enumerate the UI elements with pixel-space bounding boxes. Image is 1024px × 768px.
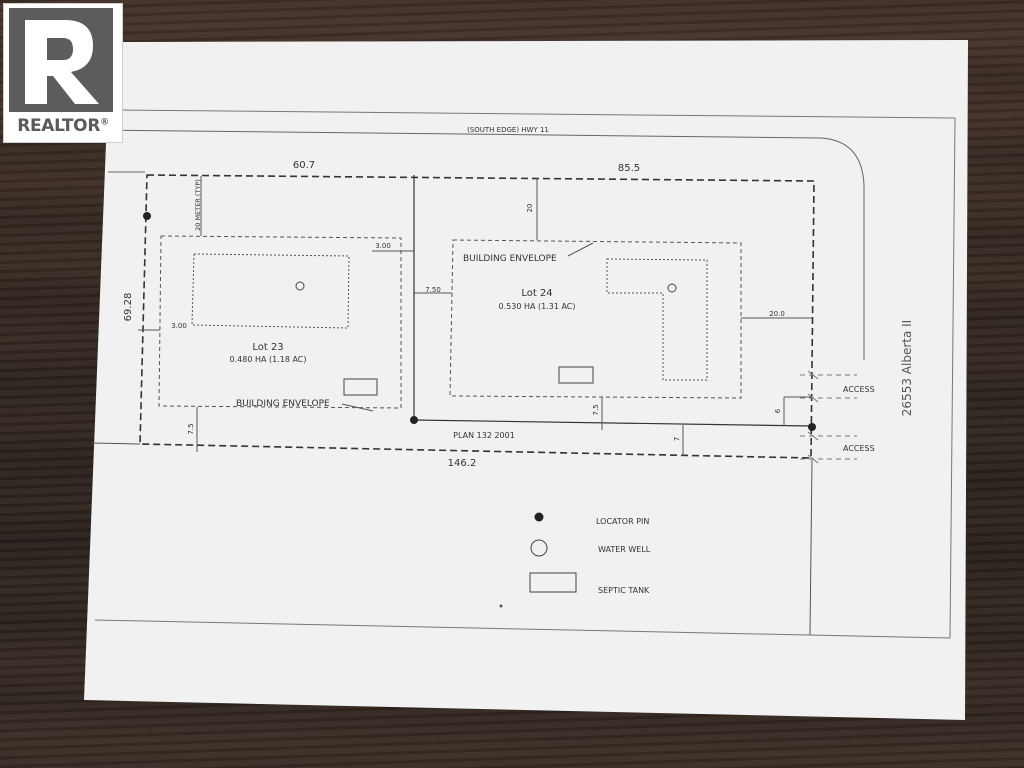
road-side-label: 26553 Alberta II: [900, 320, 914, 416]
frame-bottom-line: [94, 619, 951, 639]
setback-typ-label: 20 METER (TYP): [194, 179, 202, 231]
legend-septic-tank-label: SEPTIC TANK: [598, 586, 650, 595]
property-boundary: [139, 174, 815, 459]
access-label-2: ACCESS: [843, 444, 875, 453]
realtor-logo: REALTOR®: [3, 3, 123, 143]
frame-right-line: [949, 117, 956, 639]
lot24-area: 0.530 HA (1.31 AC): [499, 302, 576, 311]
lot23-septic-tank: [343, 378, 378, 396]
lot23-name: Lot 23: [252, 342, 283, 353]
lot24-dwelling-footprint: [606, 258, 708, 381]
setback-75-lot23-label: 7.5: [187, 423, 195, 434]
legend-locator-pin-label: LOCATOR PIN: [596, 517, 649, 526]
lot24-septic-tank: [558, 366, 594, 384]
access-marks-2: [800, 431, 857, 464]
realtor-r-icon: [9, 8, 113, 112]
setback-750-mid-label: 7.50: [425, 286, 441, 294]
legend-water-well-icon: [530, 539, 548, 557]
lot23-area: 0.480 HA (1.18 AC): [230, 355, 307, 364]
dim-top-right-label: 85.5: [618, 163, 640, 174]
lot23-building-envelope: [158, 235, 402, 409]
locator-pin-east: [808, 423, 816, 431]
setback-300-top-label: 3.00: [375, 242, 391, 250]
lot24-envelope-label: BUILDING ENVELOPE: [463, 254, 557, 264]
plan-number-label: PLAN 132 2001: [453, 431, 515, 440]
legend-water-well-label: WATER WELL: [598, 545, 651, 554]
dim-top-left-label: 60.7: [293, 160, 315, 171]
lot24-name: Lot 24: [521, 288, 552, 299]
frame-top-line: [117, 109, 956, 119]
lot24-water-well: [667, 283, 677, 293]
legend-septic-tank-icon: [529, 572, 577, 593]
setback-7-label: 7: [673, 437, 681, 441]
envelope-leader-lot23: [341, 403, 374, 412]
lot24-building-envelope: [449, 239, 742, 399]
stray-dot: [499, 604, 503, 608]
envelope-leader-lot24: [567, 242, 594, 257]
paper: [84, 40, 968, 720]
setback-20-label: 20: [526, 204, 534, 213]
setback-6-label: 6: [774, 408, 782, 413]
highway-south-edge: [97, 129, 865, 360]
dim-bottom-label: 146.2: [448, 458, 477, 469]
lot23-water-well: [295, 281, 305, 291]
road-label: (SOUTH EDGE) HWY 11: [467, 126, 549, 134]
setback-300-left-label: 3.00: [171, 322, 187, 330]
plan-line: [413, 419, 813, 427]
ditch-line: [91, 442, 141, 445]
access-label-1: ACCESS: [843, 385, 875, 394]
registered-mark: ®: [100, 117, 109, 128]
legend-locator-pin-icon: [534, 512, 544, 522]
locator-pin-west: [143, 212, 151, 220]
dim-left-label: 69.28: [123, 293, 134, 322]
lot23-envelope-label: BUILDING ENVELOPE: [236, 399, 330, 409]
locator-pin-center: [410, 416, 418, 424]
road-right-line: [809, 459, 813, 636]
setback-75-lot24-label: 7.5: [592, 404, 600, 415]
realtor-text: REALTOR: [17, 116, 101, 136]
setback-200-label: 20.0: [769, 310, 785, 318]
realtor-wordmark: REALTOR®: [4, 116, 122, 136]
access-marks-1: [800, 370, 857, 403]
